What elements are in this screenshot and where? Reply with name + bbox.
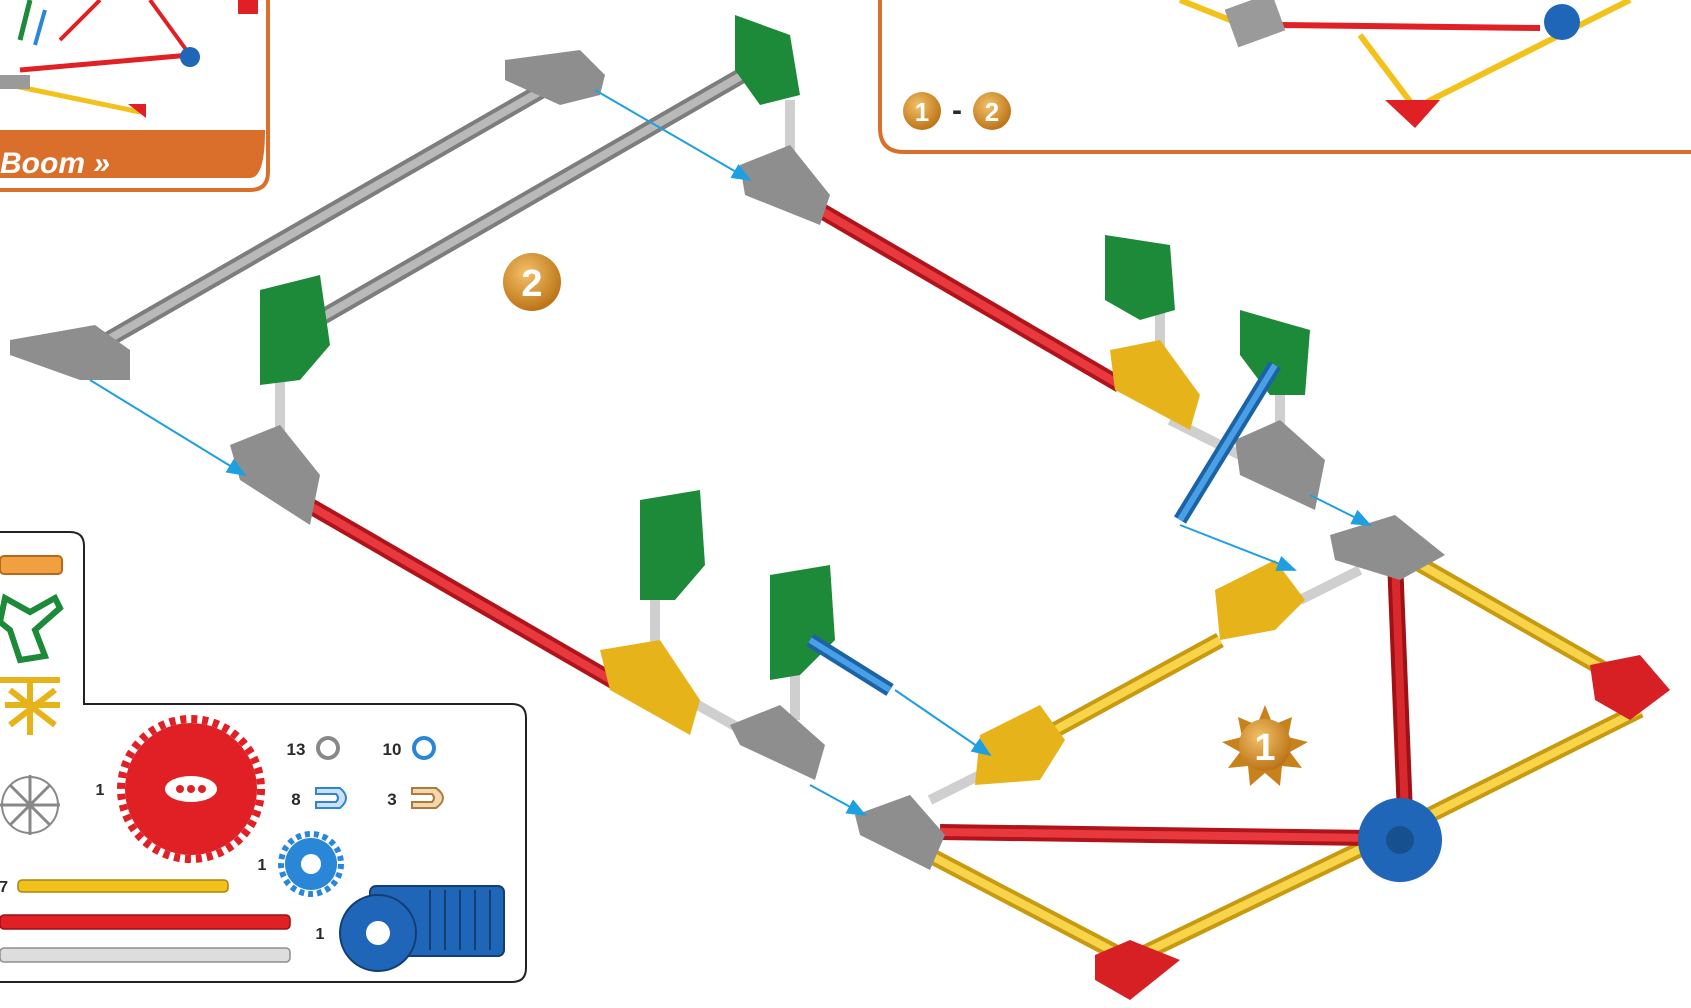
card-banner-label: Boom » — [0, 147, 110, 180]
green-connector — [735, 15, 800, 105]
red-gear-qty: 1 — [96, 782, 105, 799]
range-separator: - — [952, 94, 962, 127]
range-start-label: 1 — [915, 97, 929, 127]
green-connector — [260, 275, 330, 385]
grey-connector — [230, 425, 320, 525]
grey-rod-part — [0, 947, 291, 963]
silver-spacer-qty: 13 — [287, 740, 306, 759]
reference-card: 1 - 2 — [878, 0, 1691, 154]
step1-assembly — [855, 515, 1670, 1000]
motor-qty: 1 — [316, 926, 325, 943]
red-gear-part: 1 — [96, 715, 265, 863]
yellow-rod-qty: 7 — [0, 879, 8, 896]
tan-clip-qty: 3 — [387, 790, 396, 809]
grey-connector — [10, 325, 130, 380]
red-connector — [1095, 940, 1180, 1000]
yellow-connector — [1215, 560, 1305, 640]
motor-part: 1 — [316, 885, 505, 972]
step2-number: 2 — [521, 263, 542, 305]
grey-connector — [505, 50, 605, 105]
blue-spacer-part: 10 — [383, 736, 436, 760]
grey-connector — [1330, 515, 1445, 580]
yellow-connector-part — [0, 677, 60, 735]
tan-clip-part: 3 — [387, 787, 444, 809]
step2-assembly — [10, 15, 1325, 780]
grey-connector — [1235, 420, 1325, 510]
green-connector — [770, 565, 835, 680]
blue-clip-qty: 8 — [291, 790, 300, 809]
yellow-connector — [600, 640, 700, 735]
card-thumbnail — [0, 0, 258, 118]
range-end-badge — [973, 92, 1011, 130]
assembly-arrow — [809, 784, 867, 816]
blue-gear-part: 1 — [258, 831, 344, 897]
grey-connector — [740, 145, 830, 225]
range-end-label: 2 — [985, 97, 999, 127]
yellow-connector — [975, 705, 1065, 785]
green-connector — [640, 490, 705, 600]
yellow-rod-part: 7 — [0, 879, 229, 896]
silver-spacer-part: 13 — [287, 736, 340, 760]
reference-thumbnail — [1178, 0, 1632, 128]
yellow-connector — [1110, 340, 1200, 430]
green-connector — [1105, 235, 1175, 320]
card-banner — [0, 130, 265, 178]
white-connector-part — [0, 775, 60, 835]
orange-connector-part — [0, 555, 63, 575]
step1-badge: 1 — [1222, 705, 1308, 786]
step2-badge: 2 — [503, 253, 561, 311]
parts-list-panel: 7 1 13 10 8 — [0, 531, 527, 983]
red-rod-part — [0, 914, 291, 930]
assembly-arrow — [594, 89, 752, 182]
range-start-badge — [903, 92, 941, 130]
assembly-arrow — [1309, 494, 1372, 526]
step1-number: 1 — [1254, 727, 1275, 769]
red-connector — [1590, 655, 1670, 720]
assembly-arrow — [89, 379, 247, 477]
assembly-arrow — [1179, 524, 1297, 571]
blue-clip-part: 8 — [291, 787, 347, 809]
blue-spacer-qty: 10 — [383, 740, 402, 759]
green-connector-part — [0, 593, 64, 664]
prev-model-card[interactable]: Boom » — [0, 0, 270, 192]
grey-connector — [855, 795, 945, 870]
green-connector — [1240, 310, 1310, 395]
grey-connector — [730, 705, 825, 780]
assembly-arrow — [894, 689, 992, 757]
blue-gear-qty: 1 — [258, 857, 267, 874]
assembly-arrows — [89, 89, 1372, 816]
